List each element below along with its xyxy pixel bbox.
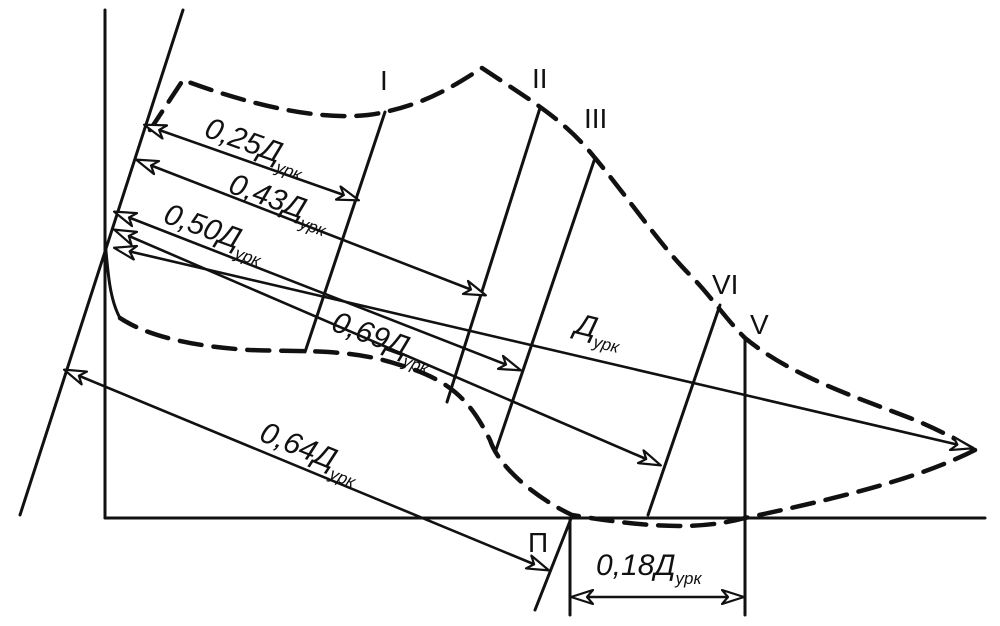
svg-text:0,18Дурк: 0,18Дурк <box>596 549 702 588</box>
svg-text:Дурк: Дурк <box>568 307 627 357</box>
label-section-vi: VI <box>712 269 738 300</box>
heel-curve <box>103 238 122 320</box>
label-section-v: V <box>750 309 769 340</box>
label-section-i: I <box>380 65 388 96</box>
arrow-full-length <box>115 248 972 448</box>
label-0-18: 0,18Дурк <box>596 549 702 588</box>
point-p-line <box>533 514 574 612</box>
last-outline-top <box>147 65 978 453</box>
section-line-vi <box>646 303 722 517</box>
arrow-0-64 <box>65 370 548 570</box>
label-section-ii: II <box>532 63 548 94</box>
label-point-p: П <box>528 527 548 558</box>
label-full-length: Дурк <box>568 307 627 357</box>
heel-tangent-line <box>18 8 185 517</box>
label-section-iii: III <box>584 103 607 134</box>
